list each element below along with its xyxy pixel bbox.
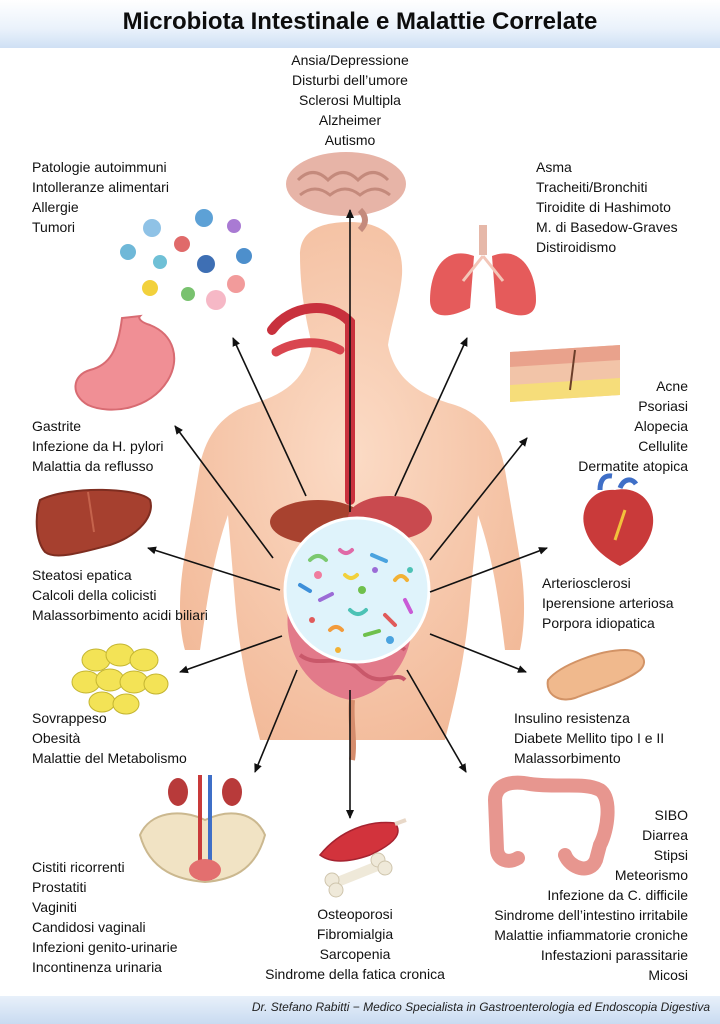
- list-item: Osteoporosi: [317, 906, 393, 922]
- arrow-urogenital: [254, 669, 298, 773]
- list-item: Cistiti ricorrenti: [32, 859, 125, 875]
- skin-section-icon: [510, 345, 620, 402]
- list-item: Alzheimer: [318, 112, 382, 128]
- list-item: Alopecia: [634, 418, 688, 434]
- skin-disorders-list: Acne Psoriasi Alopecia Cellulite Dermati…: [578, 376, 688, 476]
- list-item: Diabete Mellito tipo I e II: [514, 730, 665, 746]
- list-item: Distiroidismo: [536, 239, 617, 255]
- list-item: Intolleranze alimentari: [32, 179, 169, 195]
- list-item: Steatosi epatica: [32, 567, 132, 583]
- list-item: Tiroidite di Hashimoto: [536, 199, 671, 215]
- arrows: [147, 209, 548, 819]
- list-item: Candidosi vaginali: [32, 919, 146, 935]
- bone-icon: [324, 852, 393, 898]
- list-item: Obesità: [32, 730, 81, 746]
- list-item: Sindrome della fatica cronica: [265, 966, 445, 982]
- stomach-disorders-list: Gastrite Infezione da H. pylori Malattia…: [32, 416, 164, 476]
- lung-thyroid-disorders-list: Asma Tracheiti/Bronchiti Tiroidite di Ha…: [536, 157, 678, 257]
- list-item: Gastrite: [32, 418, 82, 434]
- list-item: Sclerosi Multipla: [299, 92, 401, 108]
- pancreas-icon: [546, 648, 645, 701]
- list-item: Malassorbimento acidi biliari: [32, 607, 208, 623]
- list-item: Porpora idiopatica: [542, 615, 655, 631]
- list-item: Meteorismo: [614, 867, 688, 883]
- arrow-heart: [429, 547, 548, 593]
- list-item: Infezione da C. difficile: [547, 887, 688, 903]
- esophagus-icon: [267, 303, 355, 505]
- list-item: Malattie del Metabolismo: [32, 750, 187, 766]
- arrow-stomach: [174, 425, 274, 559]
- stomach-icon: [74, 314, 176, 411]
- muscle-icon: [318, 818, 407, 862]
- list-item: Incontinenza urinaria: [32, 959, 162, 975]
- list-item: Tumori: [32, 219, 76, 235]
- list-item: Autismo: [324, 132, 376, 148]
- arrow-intestine: [406, 669, 467, 773]
- pancreas-disorders-list: Insulino resistenza Diabete Mellito tipo…: [514, 708, 664, 768]
- author-credit: Dr. Stefano Rabitti − Medico Specialista…: [251, 1000, 710, 1014]
- list-item: Patologie autoimmuni: [32, 159, 167, 175]
- list-item: Cellulite: [638, 438, 688, 454]
- list-item: M. di Basedow-Graves: [536, 219, 678, 235]
- list-item: Sarcopenia: [319, 946, 391, 962]
- heart-icon: [583, 473, 654, 566]
- list-item: Malattie infiammatorie croniche: [494, 927, 688, 943]
- list-item: Iperensione arteriosa: [542, 595, 674, 611]
- list-item: Insulino resistenza: [514, 710, 630, 726]
- list-item: Ansia/Depressione: [291, 52, 409, 68]
- page-title: Microbiota Intestinale e Malattie Correl…: [122, 8, 598, 35]
- immune-cells-icon: [120, 209, 252, 310]
- list-item: Sindrome dell’intestino irritabile: [494, 907, 688, 923]
- list-item: Asma: [536, 159, 572, 175]
- list-item: Fibromialgia: [316, 926, 394, 942]
- list-item: Tracheiti/Bronchiti: [536, 179, 648, 195]
- urogenital-disorders-list: Cistiti ricorrenti Prostatiti Vaginiti C…: [32, 857, 178, 977]
- list-item: Arteriosclerosi: [542, 575, 631, 591]
- lungs-icon: [430, 225, 536, 316]
- list-item: Prostatiti: [32, 879, 87, 895]
- list-item: Infestazioni parassitarie: [540, 947, 688, 963]
- list-item: Allergie: [32, 199, 79, 215]
- microbiota-circle: [283, 516, 431, 664]
- intestinal-disorders-list: SIBO Diarrea Stipsi Meteorismo Infezione…: [494, 805, 688, 985]
- fat-cells-icon: [71, 643, 169, 715]
- list-item: Vaginiti: [32, 899, 77, 915]
- list-item: Acne: [656, 378, 688, 394]
- musculoskeletal-disorders-list: Osteoporosi Fibromialgia Sarcopenia Sind…: [240, 904, 470, 984]
- immune-disorders-list: Patologie autoimmuni Intolleranze alimen…: [32, 157, 169, 237]
- cardio-disorders-list: Arteriosclerosi Iperensione arteriosa Po…: [542, 573, 674, 633]
- liver-disorders-list: Steatosi epatica Calcoli della colicisti…: [32, 565, 208, 625]
- list-item: Malattia da reflusso: [32, 458, 154, 474]
- arrow-fat: [179, 635, 283, 674]
- arrow-lungs: [394, 337, 468, 497]
- title-band: [0, 0, 720, 48]
- list-item: Micosi: [648, 967, 688, 983]
- list-item: Dermatite atopica: [578, 458, 688, 474]
- list-item: Calcoli della colicisti: [32, 587, 157, 603]
- arrow-immune: [232, 337, 307, 497]
- urogenital-icon: [138, 775, 267, 884]
- brain-disorders-list: Ansia/Depressione Disturbi dell’umore Sc…: [250, 50, 450, 150]
- brain-icon: [286, 152, 406, 233]
- arrow-pancreas: [429, 633, 527, 673]
- list-item: Diarrea: [642, 827, 688, 843]
- list-item: Malassorbimento: [514, 750, 621, 766]
- list-item: Infezioni genito-urinarie: [32, 939, 178, 955]
- list-item: Stipsi: [653, 847, 688, 863]
- list-item: Infezione da H. pylori: [32, 438, 164, 454]
- footer-band: [0, 996, 720, 1024]
- large-intestine-icon: [488, 775, 615, 876]
- list-item: Sovrappeso: [32, 710, 107, 726]
- metabolic-disorders-list: Sovrappeso Obesità Malattie del Metaboli…: [32, 708, 187, 768]
- list-item: SIBO: [654, 807, 688, 823]
- list-item: Psoriasi: [638, 398, 688, 414]
- arrow-skin: [429, 437, 528, 561]
- arrow-liver: [147, 546, 281, 591]
- liver-icon: [35, 488, 152, 557]
- list-item: Disturbi dell’umore: [292, 72, 408, 88]
